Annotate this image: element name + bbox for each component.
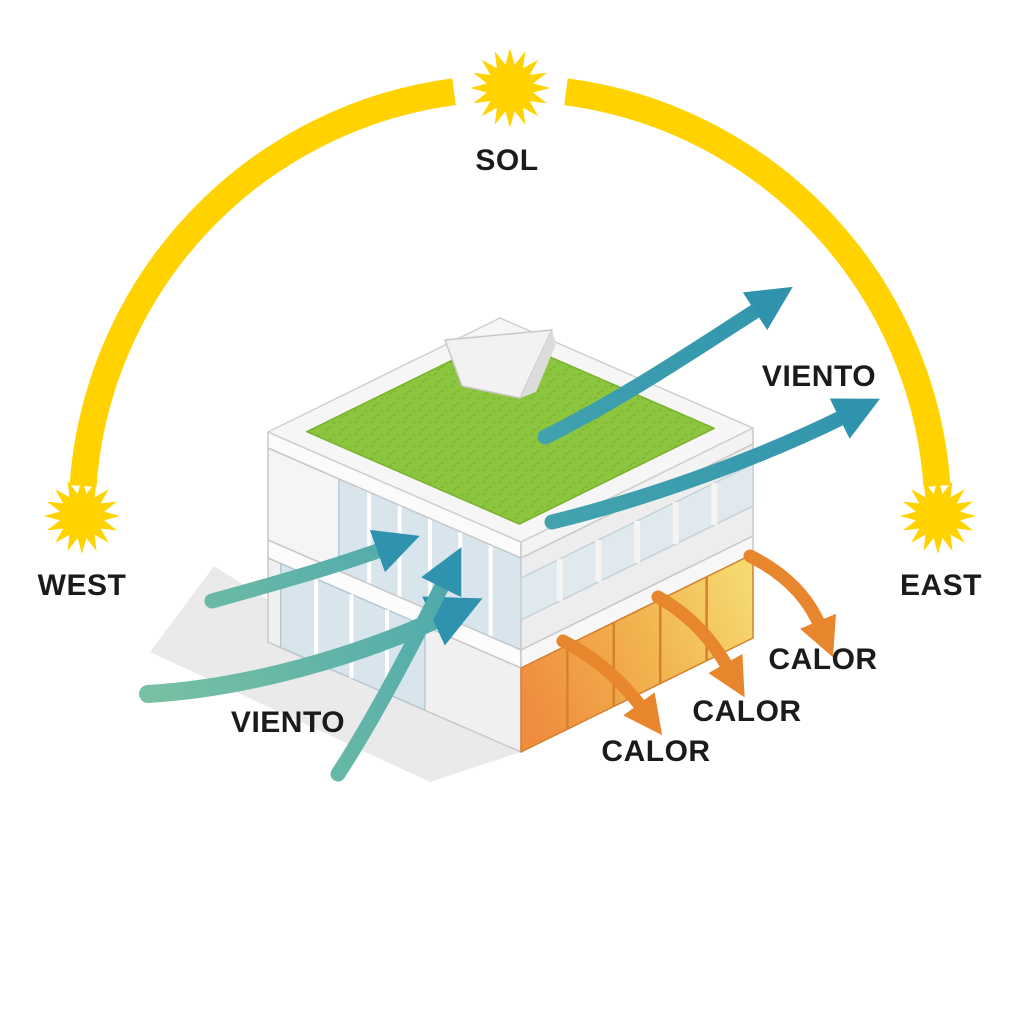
sun-arc-left xyxy=(69,78,456,487)
heat-arrow-1 xyxy=(556,634,663,736)
building xyxy=(267,317,754,753)
calor-label-1: CALOR xyxy=(768,643,878,676)
sun-west-icon xyxy=(44,478,120,554)
green-roof xyxy=(306,335,715,525)
wind-arrow-out-1 xyxy=(537,286,793,445)
heat-arrow-2 xyxy=(651,590,745,698)
gallery-columns xyxy=(556,483,718,601)
sun-top-icon xyxy=(470,48,550,128)
heat-arrow-3 xyxy=(743,549,836,658)
east-label: EAST xyxy=(899,569,983,602)
viento-label-top: VIENTO xyxy=(761,360,877,393)
roof-courtyard xyxy=(444,329,556,399)
wind-arrow-in-1 xyxy=(204,529,420,609)
heat-facade-windows xyxy=(520,553,754,753)
sun-arc-right xyxy=(564,78,951,487)
wind-arrow-in-2 xyxy=(139,596,483,703)
wind-arrows xyxy=(139,286,880,782)
calor-label-2: CALOR xyxy=(692,695,802,728)
building-shadow xyxy=(150,566,521,782)
sun-arc xyxy=(69,78,951,487)
west-label: WEST xyxy=(37,569,127,602)
calor-label-3: CALOR xyxy=(601,735,711,768)
heat-arrows xyxy=(556,549,836,736)
wind-arrow-out-2 xyxy=(544,398,880,530)
wind-arrow-in-3 xyxy=(330,547,462,782)
heat-facade-mullions xyxy=(566,576,708,730)
sun-east-icon xyxy=(900,478,976,554)
viento-label-bottom: VIENTO xyxy=(230,706,346,739)
sol-label: SOL xyxy=(475,144,539,177)
